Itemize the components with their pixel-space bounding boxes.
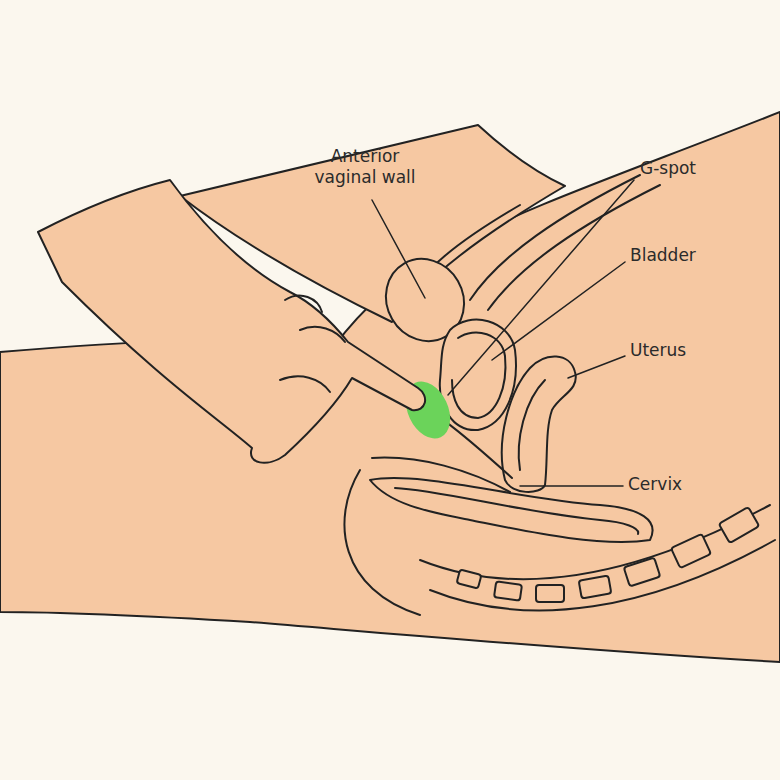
part-label: Cervix: [628, 474, 768, 495]
part-label: Uterus: [630, 340, 770, 361]
part-label: G-spot: [640, 158, 770, 179]
uterus-inner: [519, 380, 545, 470]
hand-shape: [38, 180, 425, 463]
uterus-shape: [502, 356, 576, 492]
leader-line: [520, 485, 623, 487]
part-label: Bladder: [630, 245, 770, 266]
leader-line: [492, 262, 625, 360]
vertebra: [494, 581, 522, 600]
vertebra: [579, 576, 612, 599]
vertebra: [671, 534, 711, 568]
rectum-inner: [395, 488, 638, 534]
bladder-inner: [452, 332, 505, 418]
leader-line: [448, 180, 634, 395]
thumb-line: [285, 296, 322, 312]
vertebra: [457, 569, 482, 588]
finger-line: [300, 327, 345, 342]
torso-shape: [0, 112, 780, 662]
vertebra: [536, 585, 564, 602]
leader-line: [568, 356, 625, 378]
rectum-shape: [370, 478, 653, 542]
part-label: Anterior vaginal wall: [300, 146, 430, 188]
vertebra: [719, 507, 759, 543]
bladder-shape: [440, 320, 516, 431]
vertebra: [624, 558, 661, 587]
abdomen-line: [470, 175, 640, 300]
leader-line: [372, 200, 425, 298]
finger-line: [280, 376, 330, 392]
spine-line: [430, 540, 775, 610]
